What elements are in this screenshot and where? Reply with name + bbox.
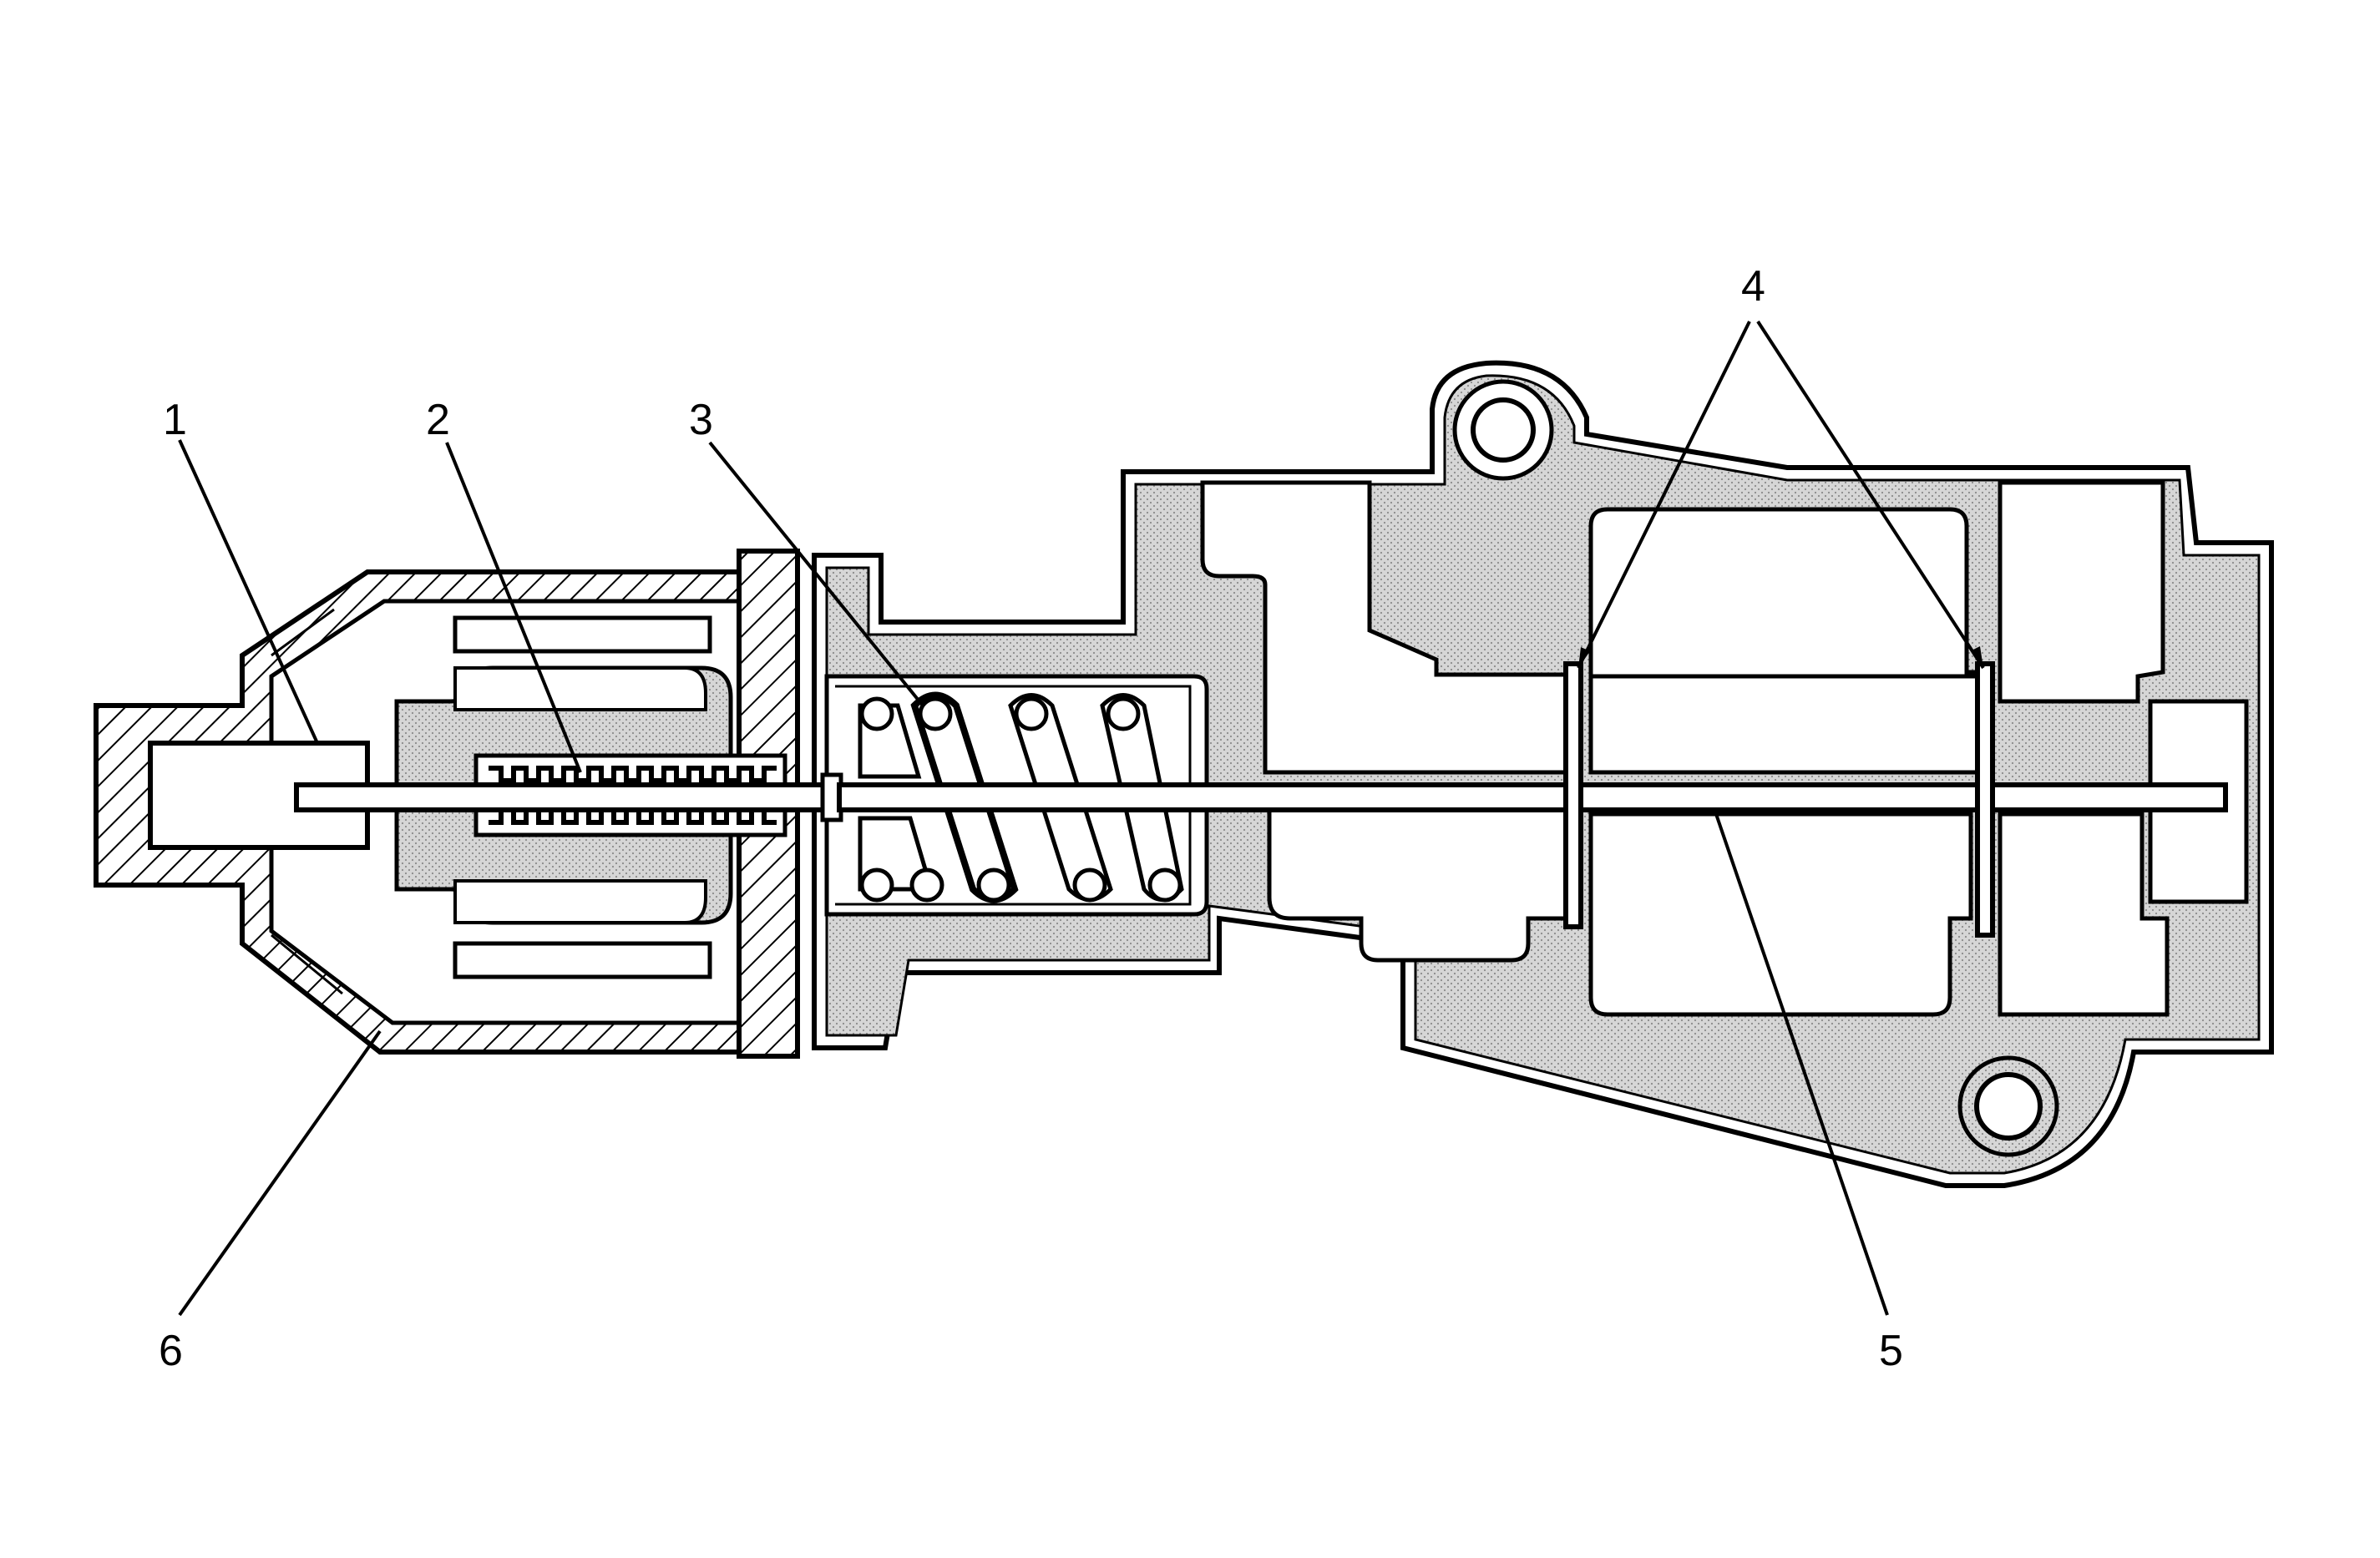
leader-line-6 — [178, 1029, 382, 1317]
spring-wire-section — [859, 696, 894, 731]
spool-shaft — [837, 782, 2228, 812]
arrowhead-4a — [1578, 647, 1590, 668]
leader-line-4a — [1577, 321, 1751, 669]
arrowhead-4b — [1972, 646, 1983, 668]
leader-line-4b — [1756, 320, 1985, 670]
coil-window-lower — [453, 941, 712, 979]
valve-land-right — [1975, 661, 1995, 938]
spring-wire-section — [918, 696, 953, 731]
upper-right-cavity — [1998, 480, 2165, 704]
leader-line-3 — [708, 441, 924, 707]
spring-wire-section — [1014, 696, 1049, 731]
leader-arrowheads — [1578, 646, 1983, 668]
armature-thread-upper — [489, 766, 777, 783]
connector-taper — [271, 608, 343, 995]
callout-6: 6 — [159, 1327, 183, 1375]
callout-1: 1 — [163, 396, 187, 444]
leader-line-1 — [178, 439, 319, 744]
spring-wire-section — [976, 868, 1011, 903]
coil-window-upper — [453, 615, 712, 654]
spring-wire-section — [1106, 696, 1141, 731]
leader-line-2 — [445, 442, 582, 773]
coil-slot-upper — [453, 666, 707, 711]
callouts: 1 2 3 4 5 6 — [159, 262, 1903, 1375]
lower-middle-cavity — [1588, 812, 1973, 1017]
spring-wire-section — [909, 868, 944, 903]
valve-land-left — [1563, 661, 1583, 929]
leader-line-5 — [1714, 813, 1889, 1316]
callout-3: 3 — [689, 396, 713, 444]
connector-cavity — [148, 741, 370, 850]
plunger-rod — [294, 782, 833, 812]
callout-5: 5 — [1879, 1327, 1903, 1375]
upper-channel-cavity — [1588, 674, 1982, 775]
lower-right-cavity — [1998, 812, 2170, 1017]
spring-wire-section — [1072, 868, 1107, 903]
lower-mounting-boss — [1957, 1055, 2059, 1157]
spring-wire-section — [859, 868, 894, 903]
valve-shaft — [294, 661, 2228, 938]
leader-lines — [178, 320, 1985, 1317]
coil-slot-lower — [453, 879, 707, 924]
spring-wire-section — [1147, 868, 1182, 903]
callout-2: 2 — [426, 396, 450, 444]
upper-mounting-boss — [1452, 379, 1554, 481]
callout-4: 4 — [1741, 262, 1765, 311]
lower-left-cavity — [1267, 807, 1572, 963]
